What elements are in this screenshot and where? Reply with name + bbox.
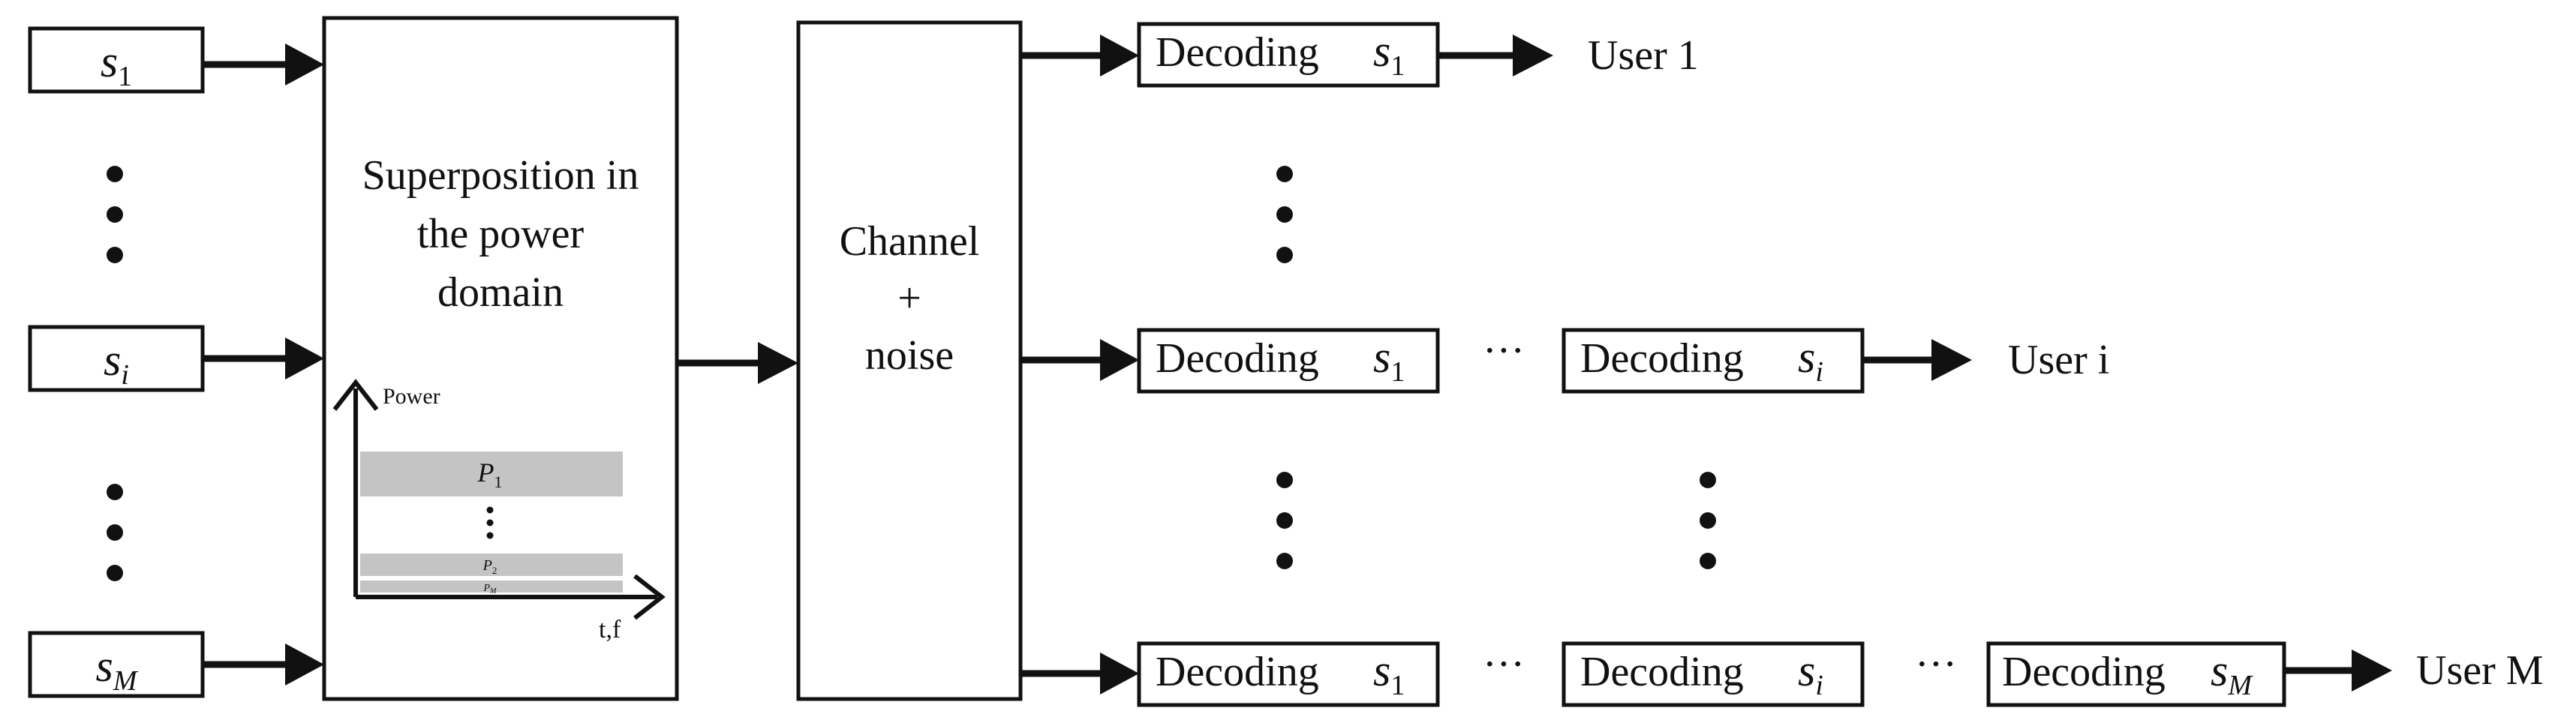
decoder-rowi-s1-sub: 1 [1390,356,1405,388]
decoder-rowM-si-sub: i [1815,670,1823,701]
svg-text:PM: PM [483,583,497,596]
power-level-p2-bar [360,554,623,576]
svg-text:s1: s1 [1373,332,1405,388]
input-sM: sM [28,631,205,698]
decoder-rowM-s1-sub: 1 [1390,670,1405,701]
svg-text:si: si [1798,646,1823,701]
arrow-channel-to-rowi [1020,339,1139,381]
arrow-row1-to-user1 [1438,34,1553,76]
power-level-pM-sub: M [489,587,497,596]
power-axis-x-label: t,f [599,616,621,644]
svg-text:P2: P2 [482,557,497,576]
decoder-vertical-dots-upper [1276,166,1293,263]
channel-label-line2: + [897,275,921,322]
svg-text:sM: sM [95,641,138,697]
decoder-row1-s1-symbol: s [1373,26,1390,76]
decoder-row1-s1-sub: 1 [1390,50,1405,82]
decoder-vertical-dots-lower-col2 [1700,472,1716,569]
decoder-rowM-sM-word: Decoding [2002,649,2166,695]
power-level-p2-label: P [482,557,492,574]
power-level-p1-sub: 1 [494,472,503,491]
input-si-symbol: s [104,335,121,385]
decoder-rowi-si-word: Decoding [1580,335,1744,382]
power-level-p1-label: P [477,458,494,488]
decoder-rowM-si: Decoding si [1562,641,1865,707]
decoder-vertical-dots-lower-col1 [1276,472,1293,569]
power-level-pM-bar [360,580,623,592]
power-level-pM-label: P [483,583,491,594]
input-s1-subscript: 1 [118,61,132,92]
decoder-rowM-sM-symbol: s [2211,646,2228,695]
input-sM-symbol: s [95,641,113,691]
input-si: si [28,325,205,392]
svg-text:sM: sM [2211,646,2253,701]
svg-text:s1: s1 [1373,26,1405,82]
input-s1-symbol: s [101,37,118,86]
input-s1: s1 [28,26,205,94]
arrow-s1-to-superposition [203,44,324,86]
superposition-title-line1: Superposition in [362,152,639,199]
rowM-ellipsis-2: ··· [1915,641,1957,688]
svg-text:s1: s1 [1373,646,1405,701]
arrow-si-to-superposition [203,338,324,380]
input-si-subscript: i [121,359,129,391]
svg-text:si: si [1798,332,1823,388]
input-vertical-dots-upper [107,166,123,263]
decoder-row1-s1: Decoding s1 [1137,22,1440,88]
decoder-rowM-si-word: Decoding [1580,649,1744,695]
user-i-label: User i [2008,337,2109,383]
power-axis-x-arrowhead [633,574,666,620]
user-1-label: User 1 [1588,32,1699,79]
decoder-rowi-si-sub: i [1815,356,1823,388]
input-vertical-dots-lower [107,484,123,581]
power-axis-y-label: Power [383,384,440,409]
superposition-title-line2: the power [417,211,585,257]
rowM-ellipsis-1: ··· [1483,641,1525,688]
decoder-row1-s1-word: Decoding [1156,29,1319,76]
arrow-rowM-to-userM [2284,650,2392,692]
decoder-rowi-si: Decoding si [1562,328,1865,394]
arrow-sM-to-superposition [203,644,324,686]
arrow-rowi-to-useri [1862,339,1972,381]
rowi-ellipsis: ··· [1483,328,1525,374]
decoder-rowM-s1-symbol: s [1373,646,1390,695]
svg-text:si: si [104,335,129,391]
decoder-rowM-s1-word: Decoding [1156,649,1319,695]
power-level-p2-sub: 2 [492,565,497,576]
decoder-rowM-sM: Decoding sM [1986,641,2286,707]
decoder-rowM-s1: Decoding s1 [1137,641,1440,707]
user-M-label: User M [2416,647,2544,694]
svg-text:P1: P1 [477,458,503,491]
decoder-rowi-si-symbol: s [1798,332,1815,382]
decoder-rowM-si-symbol: s [1798,646,1815,695]
power-level-vertical-dots [486,506,494,539]
decoder-rowi-s1-word: Decoding [1156,335,1319,382]
power-level-p1-bar [360,452,623,496]
channel-block: Channel + noise [796,20,1023,701]
arrow-channel-to-row1 [1020,34,1139,76]
channel-label-line3: noise [865,332,954,379]
superposition-title-line3: domain [437,269,564,316]
input-sM-subscript: M [113,665,139,697]
arrow-superposition-to-channel [677,342,798,384]
power-axis-y-arrowhead [332,379,379,411]
power-domain-plot: Power t,f P1 P2 PM [332,379,666,644]
svg-text:s1: s1 [101,37,132,92]
decoder-rowi-s1: Decoding s1 [1137,328,1440,394]
decoder-rowi-s1-symbol: s [1373,332,1390,382]
channel-label-line1: Channel [840,218,980,265]
decoder-rowM-sM-sub: M [2227,670,2253,701]
arrow-channel-to-rowM [1020,652,1139,694]
